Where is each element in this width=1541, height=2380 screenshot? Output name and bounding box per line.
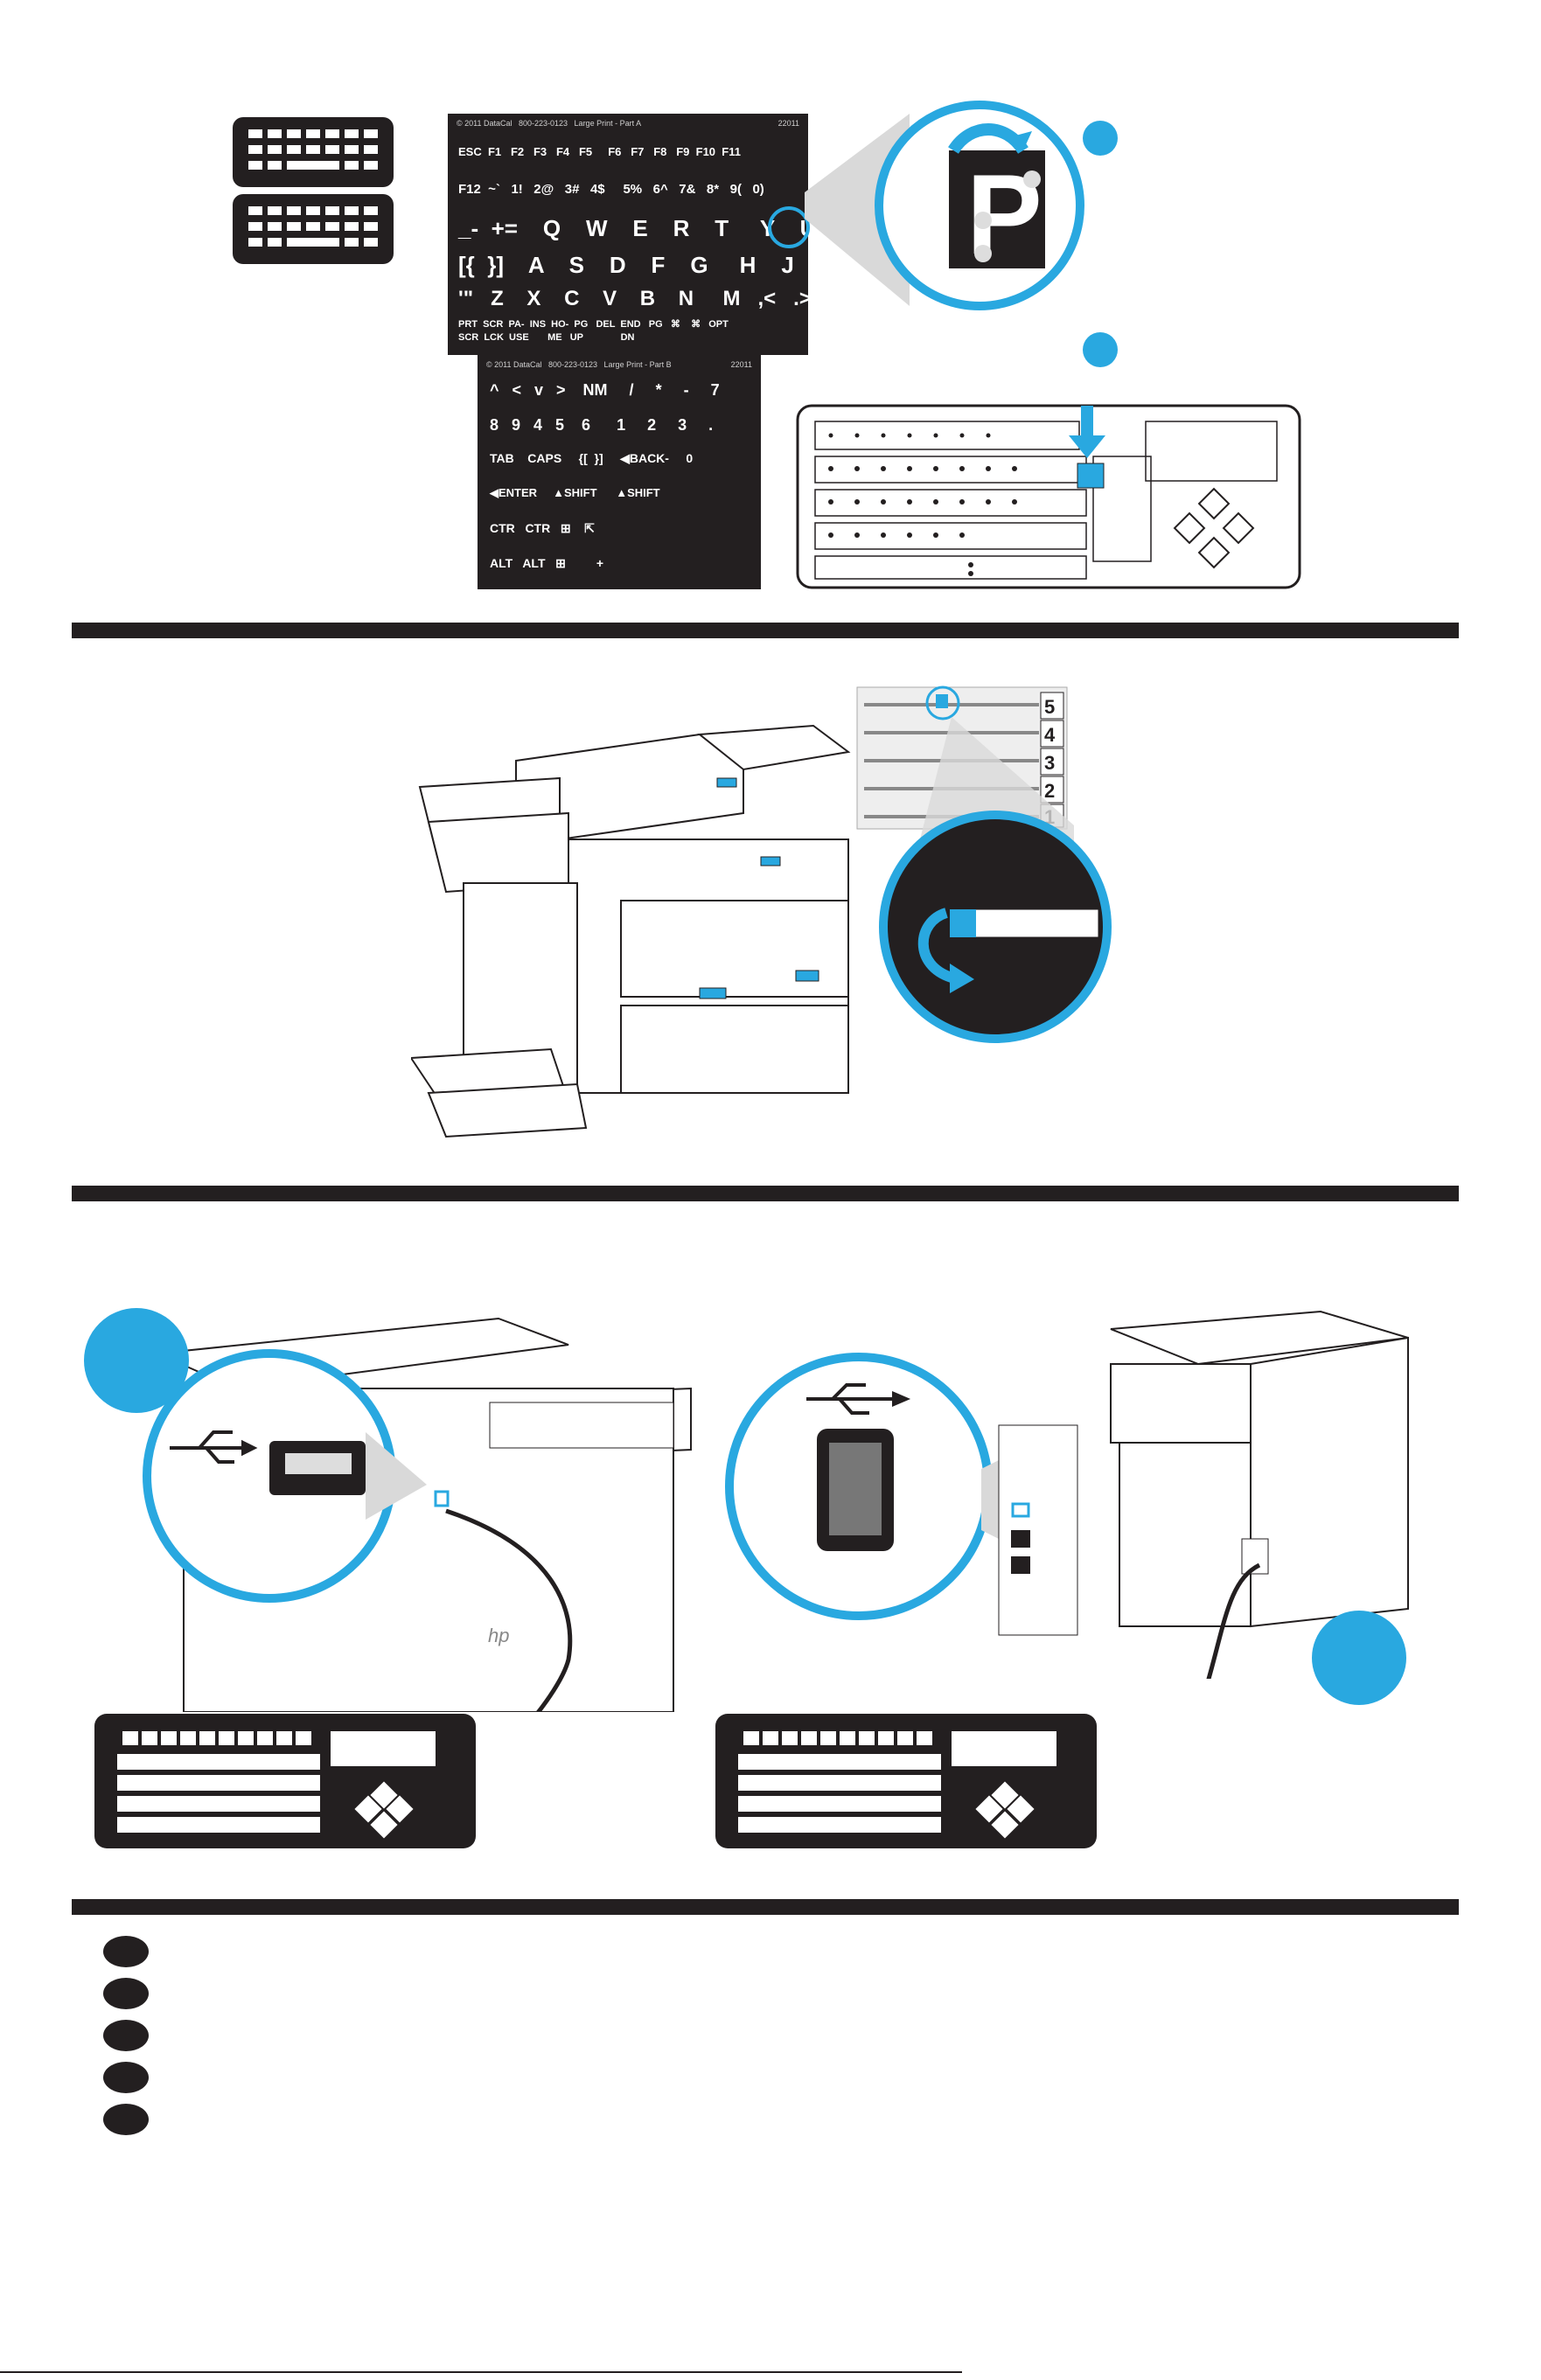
svg-text:2: 2	[1044, 780, 1055, 802]
section-divider-2	[72, 1186, 1459, 1201]
usb-port-callout-left	[143, 1349, 427, 1603]
large-print-sticker-b: © 2011 DataCal 800-223-0123 Large Print …	[478, 355, 761, 589]
braille-keyboard-diagram	[796, 404, 1301, 589]
legend-marker-1	[103, 1936, 149, 1967]
sticker-b-header: © 2011 DataCal 800-223-0123 Large Print …	[486, 360, 672, 369]
legend-marker-4	[103, 2062, 149, 2093]
sticker-b-row-4: ◀ENTER ▲SHIFT ▲SHIFT	[490, 486, 660, 499]
footer-rule	[0, 2371, 962, 2373]
sticker-a-row-5: '" Z X C V B N M ,< .> /? OPT	[458, 287, 909, 310]
sticker-a-code: 22011	[777, 119, 799, 128]
svg-text:4: 4	[1044, 724, 1056, 746]
sticker-a-header: © 2011 DataCal 800-223-0123 Large Print …	[457, 119, 642, 128]
keyboard-icon	[94, 1714, 476, 1848]
sticker-b-code: 22011	[730, 360, 752, 369]
printer-illustration	[411, 724, 851, 1138]
svg-text:3: 3	[1044, 752, 1055, 774]
zoom-callout-p-key: P	[805, 101, 1084, 310]
legend-marker-2	[103, 1978, 149, 2009]
section-divider-3	[72, 1899, 1459, 1915]
svg-text:5: 5	[1044, 696, 1055, 718]
step-badge-right	[1312, 1611, 1406, 1705]
keyboard-icon	[233, 117, 394, 264]
highlight-p-key	[768, 206, 810, 248]
step-badge-left	[84, 1308, 189, 1413]
sticker-b-row-3: TAB CAPS {[ }] ◀BACK- 0	[490, 451, 694, 465]
large-print-sticker-a: © 2011 DataCal 800-223-0123 Large Print …	[448, 114, 931, 355]
step-badge-1	[1083, 121, 1118, 156]
sticker-b-row-1: ^ < v > NM / * - 7	[490, 381, 720, 399]
legend-marker-3	[103, 2020, 149, 2051]
sticker-b-row-5: CTR CTR ⊞ ⇱	[490, 521, 595, 535]
usb-port-callout-right	[725, 1353, 1078, 1636]
step-badge-2	[1083, 332, 1118, 367]
legend-marker-5	[103, 2104, 149, 2135]
sticker-b-row-2: 8 9 4 5 6 1 2 3 .	[490, 416, 714, 434]
section-divider-1	[72, 623, 1459, 638]
usb-icon	[170, 1430, 258, 1464]
color-printer-illustration	[1110, 1310, 1409, 1679]
sticker-a-row-6: PRT SCR PA- INS HO- PG DEL END PG ⌘ ⌘ OP…	[458, 319, 729, 330]
svg-text:hp: hp	[488, 1625, 509, 1646]
braille-labels-illustration: 5 4 3 2 1	[856, 685, 1112, 1043]
sticker-b-row-6: ALT ALT ⊞ +	[490, 556, 604, 570]
sticker-a-row-6-sub: SCR LCK USE ME UP DN	[458, 332, 635, 343]
sticker-a-row-1: ESC F1 F2 F3 F4 F5 F6 F7 F8 F9 F10 F11	[458, 145, 741, 158]
sticker-a-row-2: F12 ~` 1! 2@ 3# 4$ 5% 6^ 7& 8* 9( 0)	[458, 182, 764, 197]
usb-icon	[806, 1383, 911, 1415]
keyboard-icon	[715, 1714, 1097, 1848]
